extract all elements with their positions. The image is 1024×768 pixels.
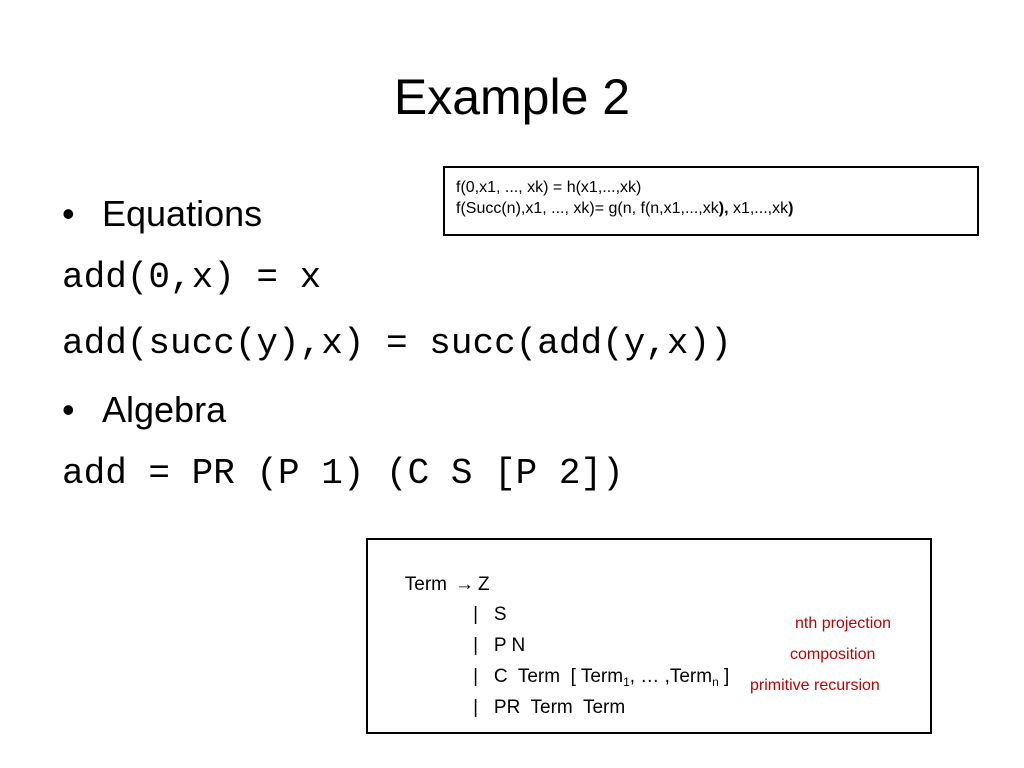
- grammar-rule-c-sub-1: 1: [623, 675, 630, 689]
- algebra-line: add = PR (P 1) (C S [P 2]): [62, 453, 624, 494]
- grammar-row-pr: | PR Term Term: [452, 672, 625, 744]
- schema-line-2-part-a: f(Succ(n),x1, ..., xk)= g(n, f(n,x1,...,…: [456, 200, 719, 217]
- bullet-algebra-label: Algebra: [102, 389, 227, 430]
- schema-line-2-part-c: x1,...,xk: [728, 200, 789, 217]
- grammar-box: Term →Z | S | P N nth projection | C Term…: [366, 538, 932, 734]
- grammar-bar: |: [473, 635, 479, 656]
- grammar-rule-c-part-b: , … ,Term: [629, 666, 713, 687]
- bullet-dot: •: [62, 193, 75, 234]
- schema-line-1: f(0,x1, ..., xk) = h(x1,...,xk): [456, 179, 642, 196]
- grammar-rule-s: S: [493, 604, 507, 625]
- grammar-rule-c-sub-n: n: [712, 675, 719, 689]
- grammar-bar: |: [473, 697, 479, 718]
- slide-title: Example 2: [393, 69, 631, 125]
- grammar-row-s: | S: [452, 579, 507, 651]
- bullet-dot: •: [62, 389, 75, 430]
- equation-line-2: add(succ(y),x) = succ(add(y,x)): [62, 323, 732, 364]
- note-nth-projection: nth projection: [795, 615, 892, 632]
- grammar-rule-c-part-c: ]: [718, 666, 730, 687]
- schema-line-2-part-d: ): [788, 200, 794, 217]
- note-primitive-recursion: primitive recursion: [750, 677, 880, 694]
- schema-line-2: f(Succ(n),x1, ..., xk)= g(n, f(n,x1,...,…: [456, 198, 977, 219]
- grammar-bar: |: [473, 604, 479, 625]
- note-composition: composition: [790, 646, 876, 663]
- arrow-right-icon: →: [455, 574, 475, 595]
- grammar-row-c: | C Term [ Term1, … ,Termn ]: [452, 641, 729, 713]
- grammar-row-z: Term →Z: [384, 549, 490, 621]
- grammar-row-p: | P N: [452, 610, 525, 682]
- grammar-rule-z: Z: [478, 574, 490, 595]
- schema-line-2-part-b: ),: [718, 200, 729, 217]
- bullet-equations: • Equations: [62, 192, 262, 236]
- grammar-rule-p: P N: [493, 635, 526, 656]
- grammar-rule-pr: PR Term Term: [493, 697, 626, 718]
- recursion-schema-box: f(0,x1, ..., xk) = h(x1,...,xk) f(Succ(n)…: [443, 166, 979, 236]
- equation-line-1: add(0,x) = x: [62, 257, 322, 298]
- bullet-algebra: • Algebra: [62, 388, 226, 432]
- grammar-rule-c-part-a: C Term [ Term: [493, 666, 624, 687]
- bullet-equations-label: Equations: [102, 193, 263, 234]
- grammar-bar: |: [473, 666, 479, 687]
- grammar-term-label: Term: [404, 574, 448, 595]
